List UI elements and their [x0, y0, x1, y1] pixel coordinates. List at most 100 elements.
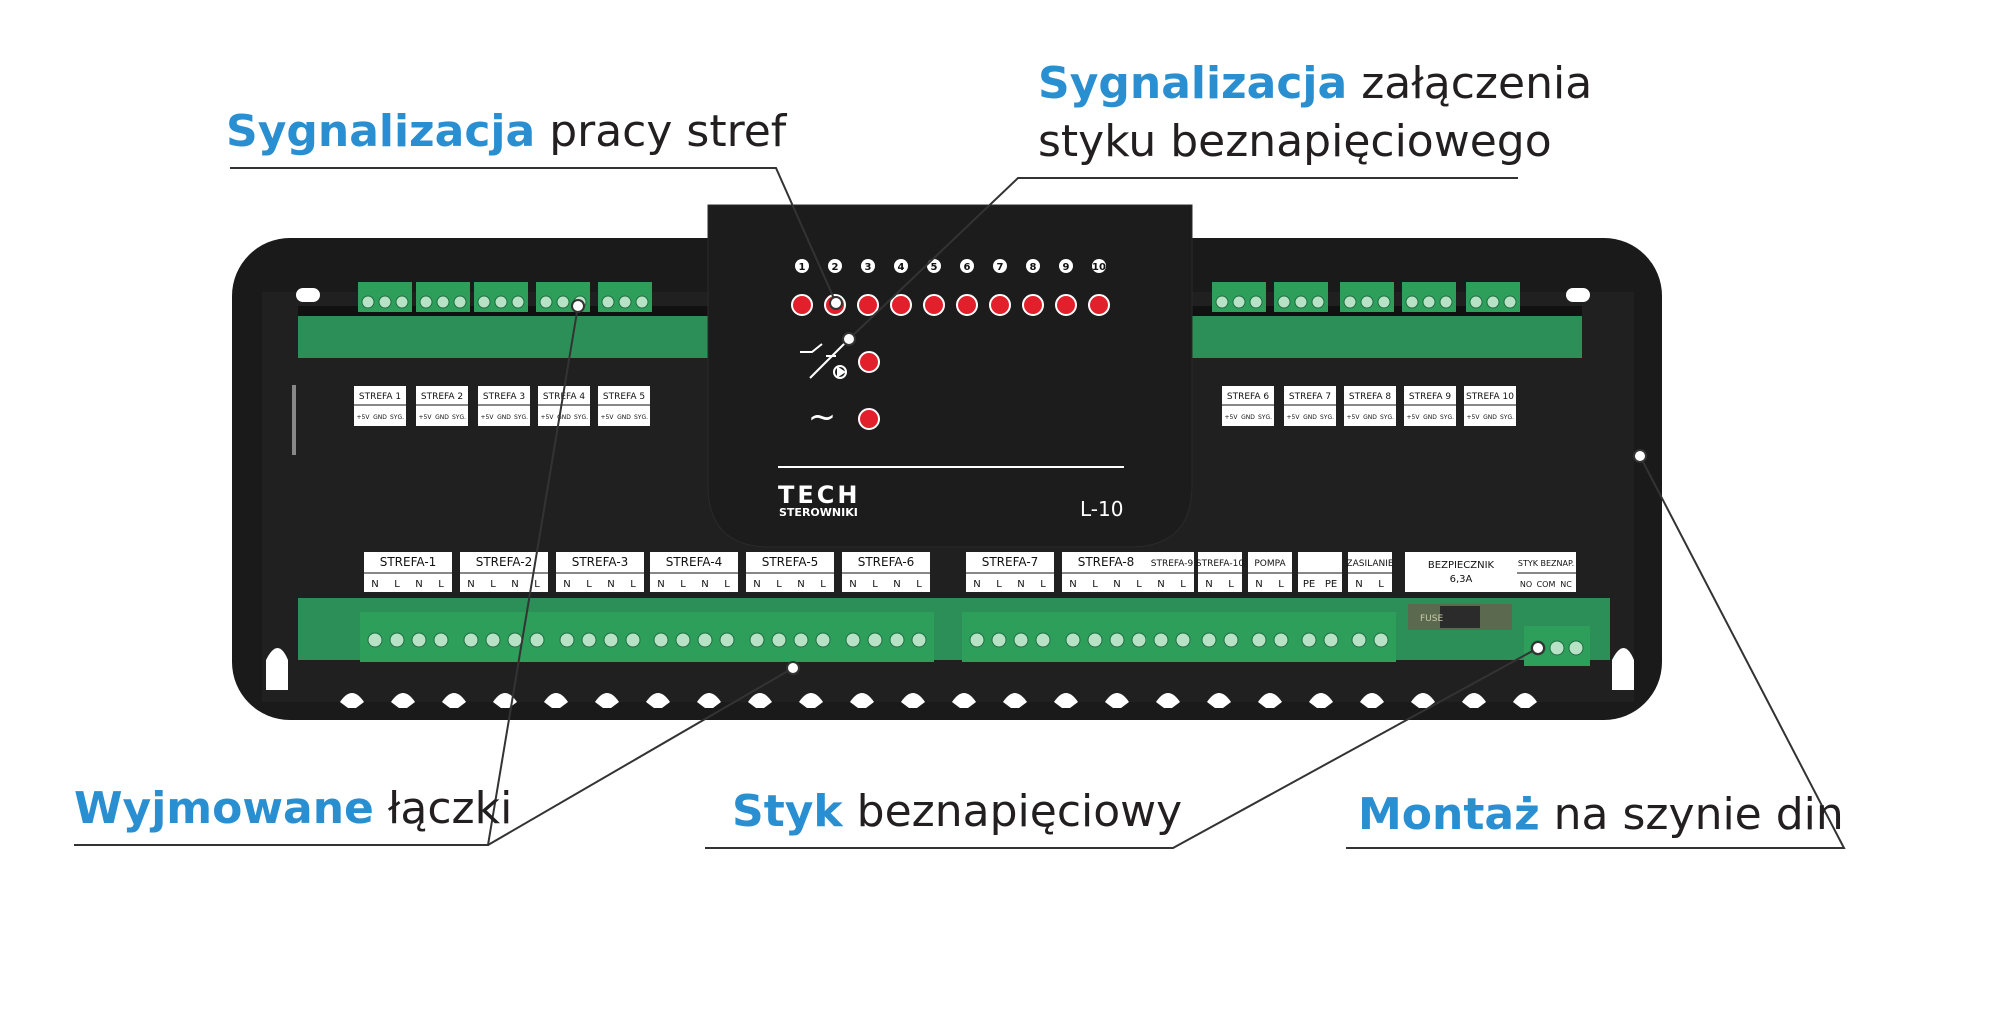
pin-label: L: [534, 579, 540, 590]
contact-label: [1516, 552, 1576, 592]
terminal-screw: [1549, 640, 1565, 656]
zone-led: [923, 294, 945, 316]
pin-label: GND: [1303, 414, 1317, 421]
pin-label: L: [1378, 579, 1384, 590]
housing-fin: [901, 693, 925, 708]
callout-text: beznapięciowy: [856, 786, 1183, 837]
terminal-screw: [1422, 295, 1436, 309]
pin-label: SYG.: [574, 414, 588, 421]
zone-label-title: STREFA 1: [359, 392, 401, 402]
terminal-screw: [889, 632, 905, 648]
pin-label: GND: [1483, 414, 1497, 421]
brand-sub: STEROWNIKI: [779, 506, 858, 519]
terminal-screw: [507, 632, 523, 648]
zone-label: [966, 552, 1054, 592]
housing-fin: [1105, 693, 1129, 708]
terminal-screw: [1273, 632, 1289, 648]
pin-label: L: [724, 579, 730, 590]
pin-label: N: [371, 579, 378, 590]
pin-label: PE: [1325, 579, 1337, 590]
terminal-screw: [1223, 632, 1239, 648]
callout-text: załączenia: [1361, 58, 1593, 109]
terminal-screw: [1503, 295, 1517, 309]
pin-label: N: [607, 579, 614, 590]
terminal-screw: [1373, 632, 1389, 648]
pin-label: +5V: [419, 414, 433, 421]
terminal-block: [1146, 612, 1198, 662]
pin-label: N: [563, 579, 570, 590]
terminal-screw: [771, 632, 787, 648]
terminal-screw: [1469, 295, 1483, 309]
terminal-screw: [1249, 295, 1263, 309]
zone-label-title: STREFA 6: [1227, 392, 1270, 402]
terminal-screw: [395, 295, 409, 309]
pin-label: N: [973, 579, 980, 590]
pin-label: N: [797, 579, 804, 590]
led-number-badge: [993, 259, 1007, 273]
led-number: 6: [964, 262, 971, 273]
terminal-screw: [793, 632, 809, 648]
terminal-block: [1294, 612, 1346, 662]
terminal-screw: [511, 295, 525, 309]
svg-text:6,3A: 6,3A: [1450, 574, 1473, 585]
zone-label-title: STREFA-5: [762, 555, 819, 569]
callout-text: na szynie din: [1553, 789, 1844, 840]
housing-fin: [1360, 693, 1384, 708]
terminal-screw: [1215, 295, 1229, 309]
terminal-screw: [494, 295, 508, 309]
zone-led: [857, 294, 879, 316]
terminal-screw: [1131, 632, 1147, 648]
terminal-screw: [625, 632, 641, 648]
housing-fin: [340, 693, 364, 708]
callout-zone-signaling: Sygnalizacja pracy stref: [226, 104, 786, 160]
housing-fin: [799, 693, 823, 708]
pin-label: L: [820, 579, 826, 590]
zone-label: [416, 386, 468, 426]
zone-label-title: ZASILANIE: [1346, 559, 1393, 569]
housing-fin: [697, 693, 721, 708]
terminal-screw: [1277, 295, 1291, 309]
housing-fin: [1462, 693, 1486, 708]
terminal-screw: [1294, 295, 1308, 309]
terminal-block: [1244, 612, 1296, 662]
zone-label-title: STREFA-10: [1196, 559, 1244, 569]
terminal-screw: [1065, 632, 1081, 648]
top-terminal-blocks: [358, 282, 1520, 312]
zone-label: [1284, 386, 1336, 426]
power-led: [858, 408, 880, 430]
pin-label: GND: [435, 414, 449, 421]
zone-label-title: STREFA-3: [572, 555, 629, 569]
led-number: 5: [931, 262, 938, 273]
terminal-block: [1344, 612, 1396, 662]
fuse-block: BEZPIECZNIK 6,3A FUSE: [1405, 552, 1517, 630]
pin-label: GND: [373, 414, 387, 421]
callout-text: styku beznapięciowego: [1038, 116, 1552, 167]
pin-label: GND: [557, 414, 571, 421]
zone-label: [1298, 552, 1342, 592]
pin-label: +5V: [1407, 414, 1421, 421]
zone-label: [650, 552, 738, 592]
pin-label: SYG.: [390, 414, 404, 421]
housing-fin: [442, 693, 466, 708]
housing-fin: [1207, 693, 1231, 708]
zone-label: [598, 386, 650, 426]
pin-label: +5V: [1225, 414, 1239, 421]
pin-label: L: [1040, 579, 1046, 590]
pin-label: SYG.: [1440, 414, 1454, 421]
housing-fin: [391, 693, 415, 708]
pin-label: N: [657, 579, 664, 590]
zone-label-title: STREFA-9: [1151, 559, 1194, 569]
led-number-badge: [828, 259, 842, 273]
terminal-screw: [911, 632, 927, 648]
power-symbol: ~: [808, 397, 837, 437]
pin-label: SYG.: [1320, 414, 1334, 421]
terminal-screw: [635, 295, 649, 309]
callout-text: pracy stref: [549, 106, 787, 157]
pin-label: +5V: [601, 414, 615, 421]
terminal-screw: [378, 295, 392, 309]
terminal-screw: [485, 632, 501, 648]
callout-highlight: Montaż: [1358, 789, 1540, 840]
terminal-screw: [749, 632, 765, 648]
terminal-screw: [1405, 295, 1419, 309]
